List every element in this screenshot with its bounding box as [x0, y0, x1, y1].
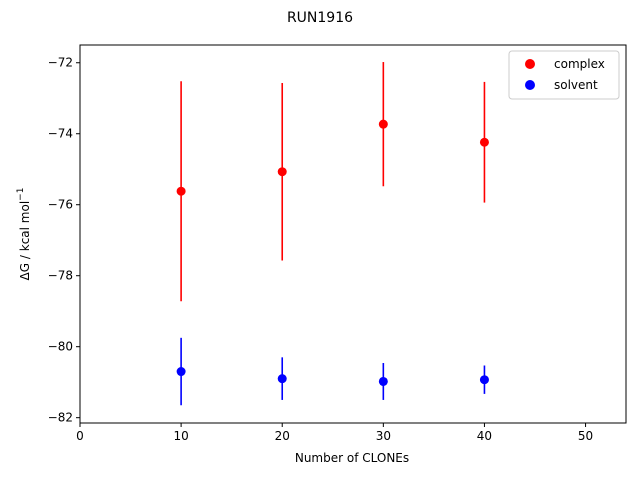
legend-marker-complex — [525, 59, 535, 69]
data-point-complex — [277, 167, 287, 177]
x-tick-label: 30 — [376, 429, 391, 443]
data-point-complex — [479, 137, 489, 147]
legend: complex solvent — [508, 50, 620, 100]
chart-title: RUN1916 — [287, 10, 353, 26]
y-tick-label: −72 — [48, 56, 73, 70]
legend-marker-solvent — [525, 80, 535, 90]
legend-box — [508, 50, 620, 100]
legend-label-solvent: solvent — [554, 78, 598, 92]
data-point-solvent — [479, 375, 489, 385]
x-axis-label: Number of CLONEs — [295, 451, 409, 465]
data-point-solvent — [378, 376, 388, 386]
x-tick-label: 20 — [275, 429, 290, 443]
data-point-solvent — [176, 367, 186, 377]
legend-label-complex: complex — [554, 57, 605, 71]
data-point-complex — [176, 186, 186, 196]
y-axis-label-superscript: −1 — [16, 188, 26, 201]
y-axis-label: ΔG / kcal mol−1 — [16, 188, 32, 281]
y-axis-label-main: ΔG / kcal mol — [18, 201, 32, 281]
y-tick-label: −76 — [48, 198, 73, 212]
y-tick-label: −82 — [48, 411, 73, 425]
y-tick-label: −78 — [48, 269, 73, 283]
x-tick-label: 50 — [578, 429, 593, 443]
x-axis-ticks: 0 10 20 30 40 50 — [76, 423, 593, 443]
y-tick-label: −80 — [48, 340, 73, 354]
axes-frame — [79, 44, 627, 424]
x-tick-label: 0 — [76, 429, 84, 443]
data-points — [176, 119, 489, 386]
x-tick-label: 10 — [173, 429, 188, 443]
y-tick-label: −74 — [48, 127, 73, 141]
data-point-complex — [378, 119, 388, 129]
data-point-solvent — [277, 374, 287, 384]
x-tick-label: 40 — [477, 429, 492, 443]
error-bars — [180, 62, 486, 406]
y-axis-ticks: −82 −80 −78 −76 −74 −72 — [48, 56, 80, 425]
